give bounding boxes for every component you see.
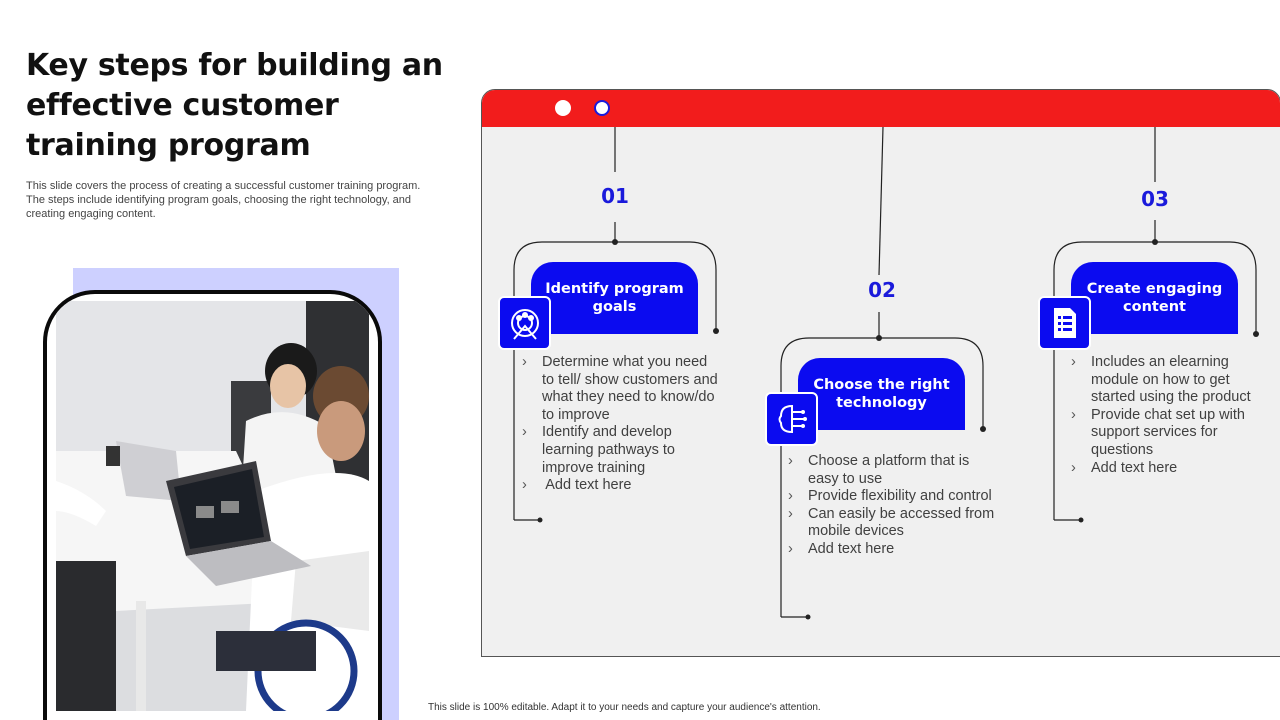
list-item: ›Add text here xyxy=(1071,459,1178,476)
list-item: ›Provide flexibility and control xyxy=(788,488,992,505)
step-title-3: Create engaging content xyxy=(1071,262,1238,334)
step-number-1: 01 xyxy=(601,184,629,208)
step-number-3: 03 xyxy=(1141,187,1169,211)
browser-title-bar xyxy=(482,90,1280,127)
step-number-2: 02 xyxy=(868,278,896,302)
connector-lines xyxy=(513,126,1259,620)
photo-frame xyxy=(43,290,382,720)
list-item: ›Determine what you need to tell/ show c… xyxy=(522,354,718,423)
list-item: ›Can easily be accessed from mobile devi… xyxy=(788,505,995,540)
window-dot-icon xyxy=(555,100,571,116)
list-item: › Add text here xyxy=(522,477,632,494)
footer-note: This slide is 100% editable. Adapt it to… xyxy=(428,702,821,713)
list-item: ›Identify and develop learning pathways … xyxy=(522,424,675,476)
step-title-2: Choose the right technology xyxy=(798,358,965,430)
list-item: ›Provide chat set up with support servic… xyxy=(1071,406,1245,458)
document-checklist-icon xyxy=(1038,296,1091,350)
list-item: ›Includes an elearning module on how to … xyxy=(1071,354,1251,406)
people-meeting-photo xyxy=(56,301,369,711)
page-subtitle: This slide covers the process of creatin… xyxy=(26,180,421,220)
step-title-1: Identify program goals xyxy=(531,262,698,334)
list-item: ›Choose a platform that is easy to use xyxy=(788,453,970,487)
target-people-icon xyxy=(498,296,551,350)
window-dot-outline-icon xyxy=(594,100,610,116)
page-title: Key steps for building an effective cust… xyxy=(26,48,443,163)
list-item: ›Add text here xyxy=(788,540,895,557)
brain-circuit-icon xyxy=(765,392,818,446)
browser-panel: 01 Identify program goals ›Determine wha… xyxy=(481,89,1280,657)
step-2-bullets: ›Choose a platform that is easy to use ›… xyxy=(788,453,1003,559)
step-1-bullets: ›Determine what you need to tell/ show c… xyxy=(522,354,722,495)
step-3-bullets: ›Includes an elearning module on how to … xyxy=(1071,354,1271,477)
